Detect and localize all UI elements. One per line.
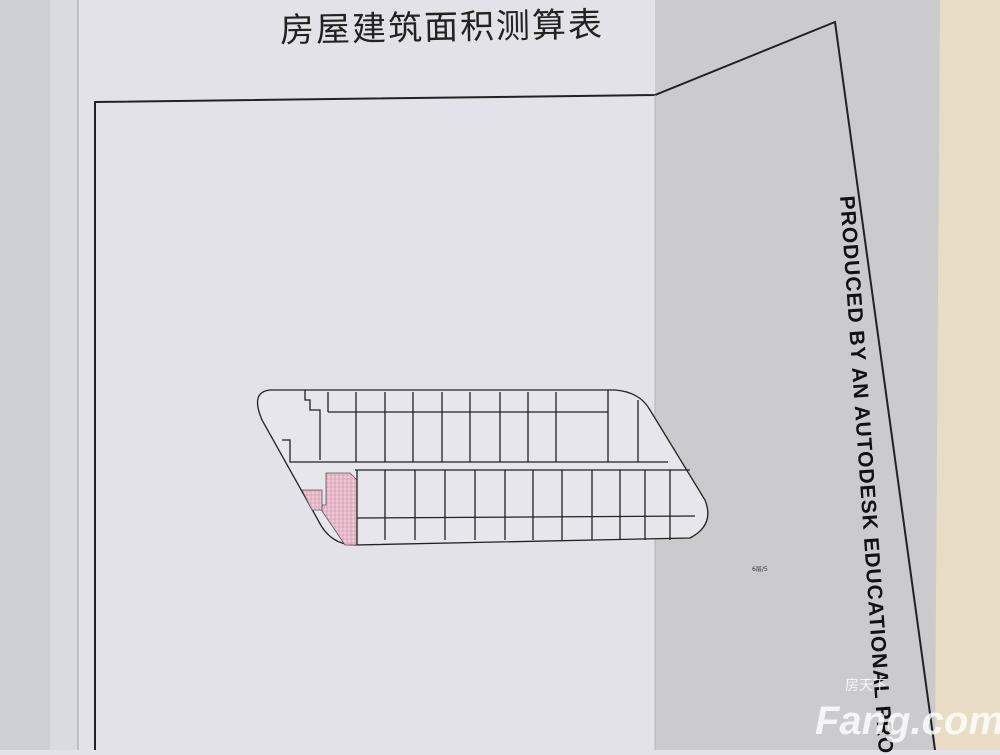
document-title: 房屋建筑面积测算表	[279, 5, 605, 51]
page-fold	[50, 0, 78, 750]
right-page	[655, 0, 940, 750]
floor-plan	[256, 389, 709, 546]
highlighted-unit	[317, 472, 358, 546]
unit-walls	[355, 392, 671, 540]
highlighted-unit-annex	[301, 489, 323, 511]
watermark-logo: Fang.com	[815, 699, 1000, 743]
watermark-cn: 房天下	[845, 678, 887, 694]
floor-label: 6层/5	[752, 566, 768, 573]
building-outline	[256, 389, 709, 546]
left-page-edge	[0, 0, 50, 750]
background-paper	[935, 0, 1000, 750]
